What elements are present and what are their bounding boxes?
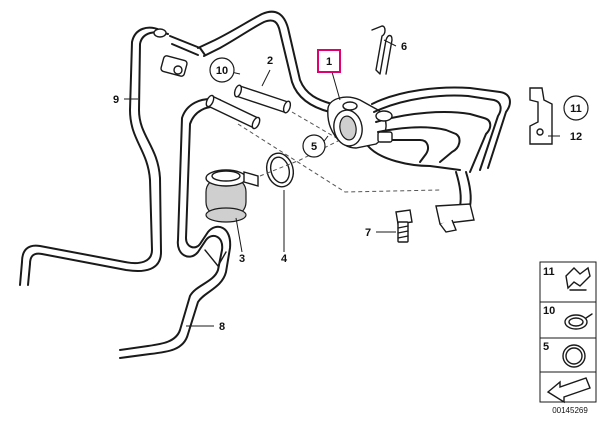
hose-9[interactable]	[19, 26, 169, 286]
legend-item-5[interactable]: 5	[543, 341, 586, 368]
callout-11[interactable]: 11	[563, 95, 589, 121]
callout-6[interactable]: 6	[401, 41, 407, 53]
callout-12[interactable]: 12	[570, 131, 582, 143]
part-6-clip[interactable]	[371, 25, 393, 75]
callout-8[interactable]: 8	[219, 321, 225, 333]
hose-top-loop	[197, 10, 333, 113]
callout-1[interactable]: 1	[317, 49, 341, 73]
part-1-housing[interactable]	[327, 96, 387, 149]
callout-12-label: 12	[570, 131, 582, 143]
hose-bundle-right	[367, 86, 511, 173]
callout-8-label: 8	[219, 321, 225, 333]
part-7-bolt[interactable]	[395, 209, 413, 243]
callout-1-label: 1	[326, 56, 332, 68]
callout-7-label: 7	[365, 227, 371, 239]
callout-3[interactable]: 3	[239, 253, 245, 265]
callout-5[interactable]: 5	[302, 134, 326, 158]
callout-10[interactable]: 10	[209, 57, 235, 83]
callout-4[interactable]: 4	[281, 253, 288, 265]
callout-11-label: 11	[570, 103, 582, 115]
callout-3-label: 3	[239, 253, 245, 265]
part-4-oring[interactable]	[263, 150, 297, 190]
hose-8[interactable]	[119, 98, 232, 359]
legend-item-5-label: 5	[543, 341, 549, 353]
part-3-regulator[interactable]	[205, 169, 259, 223]
alignment-lines	[237, 111, 441, 193]
callout-7[interactable]: 7	[365, 227, 371, 239]
upper-connector	[160, 35, 206, 77]
callout-6-label: 6	[401, 41, 407, 53]
callout-4-label: 4	[281, 253, 288, 265]
tube-left	[205, 94, 261, 130]
callout-2-label: 2	[267, 55, 273, 67]
legend-item-11-label: 11	[543, 266, 555, 278]
legend-item-10-label: 10	[543, 305, 555, 317]
callout-9[interactable]: 9	[113, 94, 119, 106]
legend-item-10[interactable]: 10	[543, 305, 593, 330]
callout-2[interactable]: 2	[267, 55, 273, 67]
callout-9-label: 9	[113, 94, 119, 106]
leader-lines	[124, 39, 560, 327]
legend-panel: 11 10 5	[539, 261, 597, 404]
legend-arrow-icon[interactable]	[546, 377, 591, 404]
part-2[interactable]	[233, 84, 292, 114]
callout-5-label: 5	[311, 141, 317, 153]
part-12-bracket[interactable]	[529, 87, 553, 145]
legend-item-11[interactable]: 11	[543, 266, 591, 291]
callout-10-label: 10	[216, 65, 228, 77]
diagram-code: 00145269	[552, 406, 588, 415]
hose-lower-right	[435, 171, 475, 233]
